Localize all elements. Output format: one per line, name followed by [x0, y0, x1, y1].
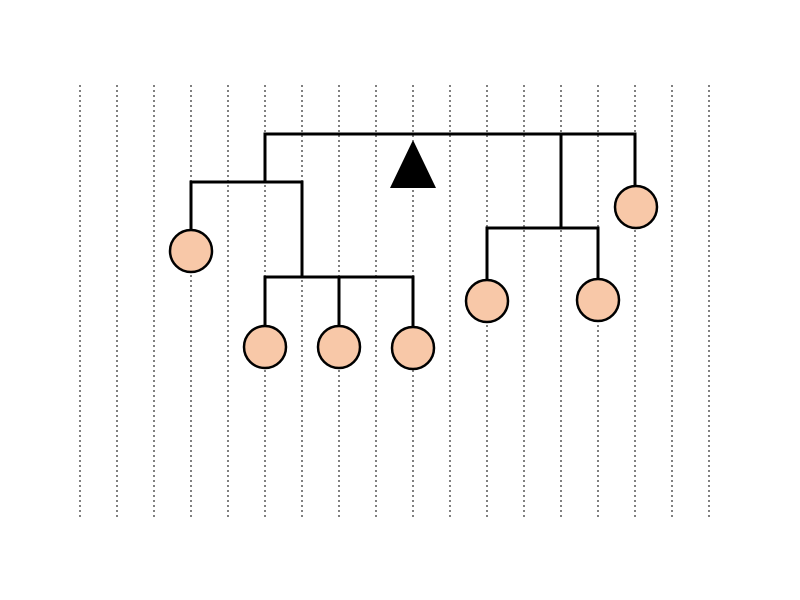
- tree-edges: [189, 132, 637, 327]
- leaf-node: [168, 228, 214, 274]
- leaf-node: [316, 324, 362, 370]
- leaf-node: [390, 325, 436, 371]
- leaf-node: [242, 324, 288, 370]
- leaf-nodes: [168, 184, 659, 371]
- triangle-marker: [390, 140, 436, 188]
- leaf-node: [575, 277, 621, 323]
- leaf-node: [613, 184, 659, 230]
- leaf-node: [464, 278, 510, 324]
